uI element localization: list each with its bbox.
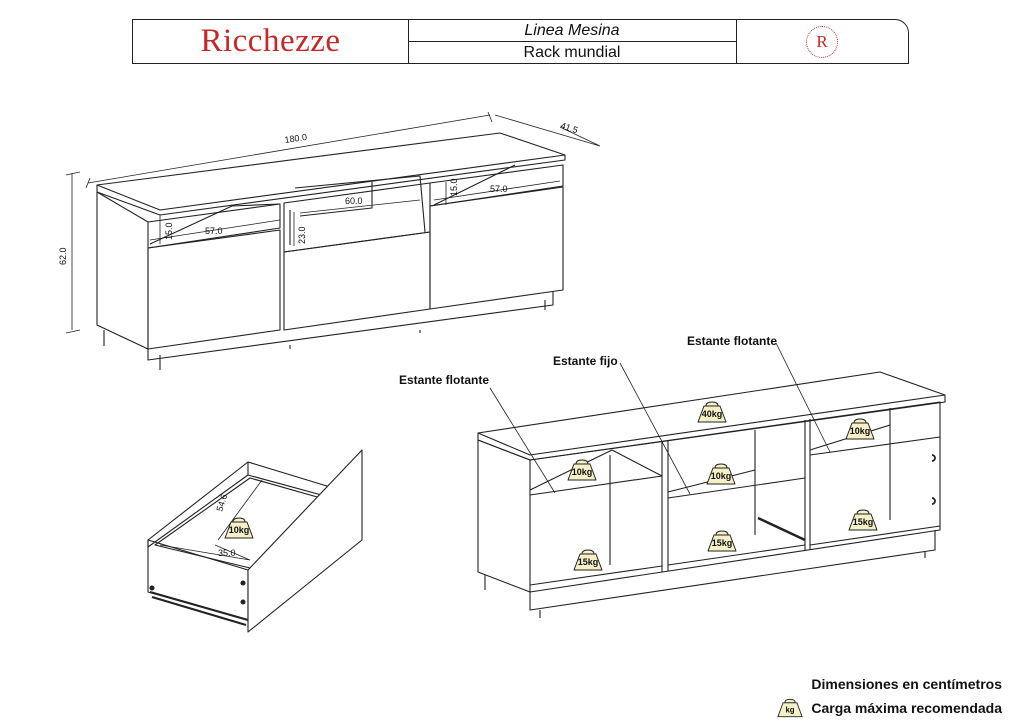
dim-center-niche-width: 60.0 — [345, 196, 363, 206]
kg-weight-icon: kg — [777, 698, 804, 718]
title-block: Ricchezze Linea Mesina Rack mundial R — [132, 19, 909, 64]
label-left-floating-shelf: Estante flotante — [399, 373, 489, 387]
product-cell: Linea Mesina Rack mundial — [408, 20, 737, 63]
load-left-bottom: 15kg — [578, 557, 599, 567]
dim-right-niche-height: 15.0 — [449, 178, 459, 196]
drawer-view — [147, 449, 363, 633]
dim-center-niche-height: 23.0 — [297, 226, 307, 244]
dim-left-niche-width: 57.0 — [205, 226, 223, 236]
load-top: 40kg — [702, 409, 723, 419]
dim-width: 180.0 — [284, 132, 308, 145]
title-divider — [408, 41, 736, 42]
legend-units: Dimensiones en centímetros — [811, 676, 1002, 692]
load-center-shelf: 10kg — [711, 471, 732, 481]
seal-cell: R — [736, 20, 908, 63]
load-center-bottom: 15kg — [712, 538, 733, 548]
dim-height: 62.0 — [58, 247, 68, 265]
label-right-floating-shelf: Estante flotante — [687, 334, 777, 348]
dim-left-niche-height: 15.0 — [164, 222, 174, 240]
dim-right-niche-width: 57.0 — [490, 184, 508, 194]
series-name: Linea Mesina — [524, 22, 620, 39]
load-right-shelf: 10kg — [850, 426, 871, 436]
brand-logo: Ricchezze — [200, 23, 341, 59]
load-left-shelf: 10kg — [572, 467, 593, 477]
load-right-bottom: 15kg — [853, 517, 874, 527]
brand-cell: Ricchezze — [133, 20, 409, 63]
rack-front-view — [65, 111, 601, 370]
dim-depth: 41.5 — [559, 120, 579, 135]
legend-icon-unit: kg — [786, 705, 795, 714]
legend-max-load: kg Carga máxima recomendada — [777, 698, 1002, 718]
legend-max-load-text: Carga máxima recomendada — [811, 700, 1002, 716]
seal-logo: R — [806, 25, 838, 58]
load-drawer: 10kg — [229, 525, 250, 535]
product-name: Rack mundial — [523, 44, 621, 61]
label-fixed-shelf: Estante fijo — [553, 354, 618, 368]
dim-drawer-width: 35.0 — [218, 548, 236, 558]
